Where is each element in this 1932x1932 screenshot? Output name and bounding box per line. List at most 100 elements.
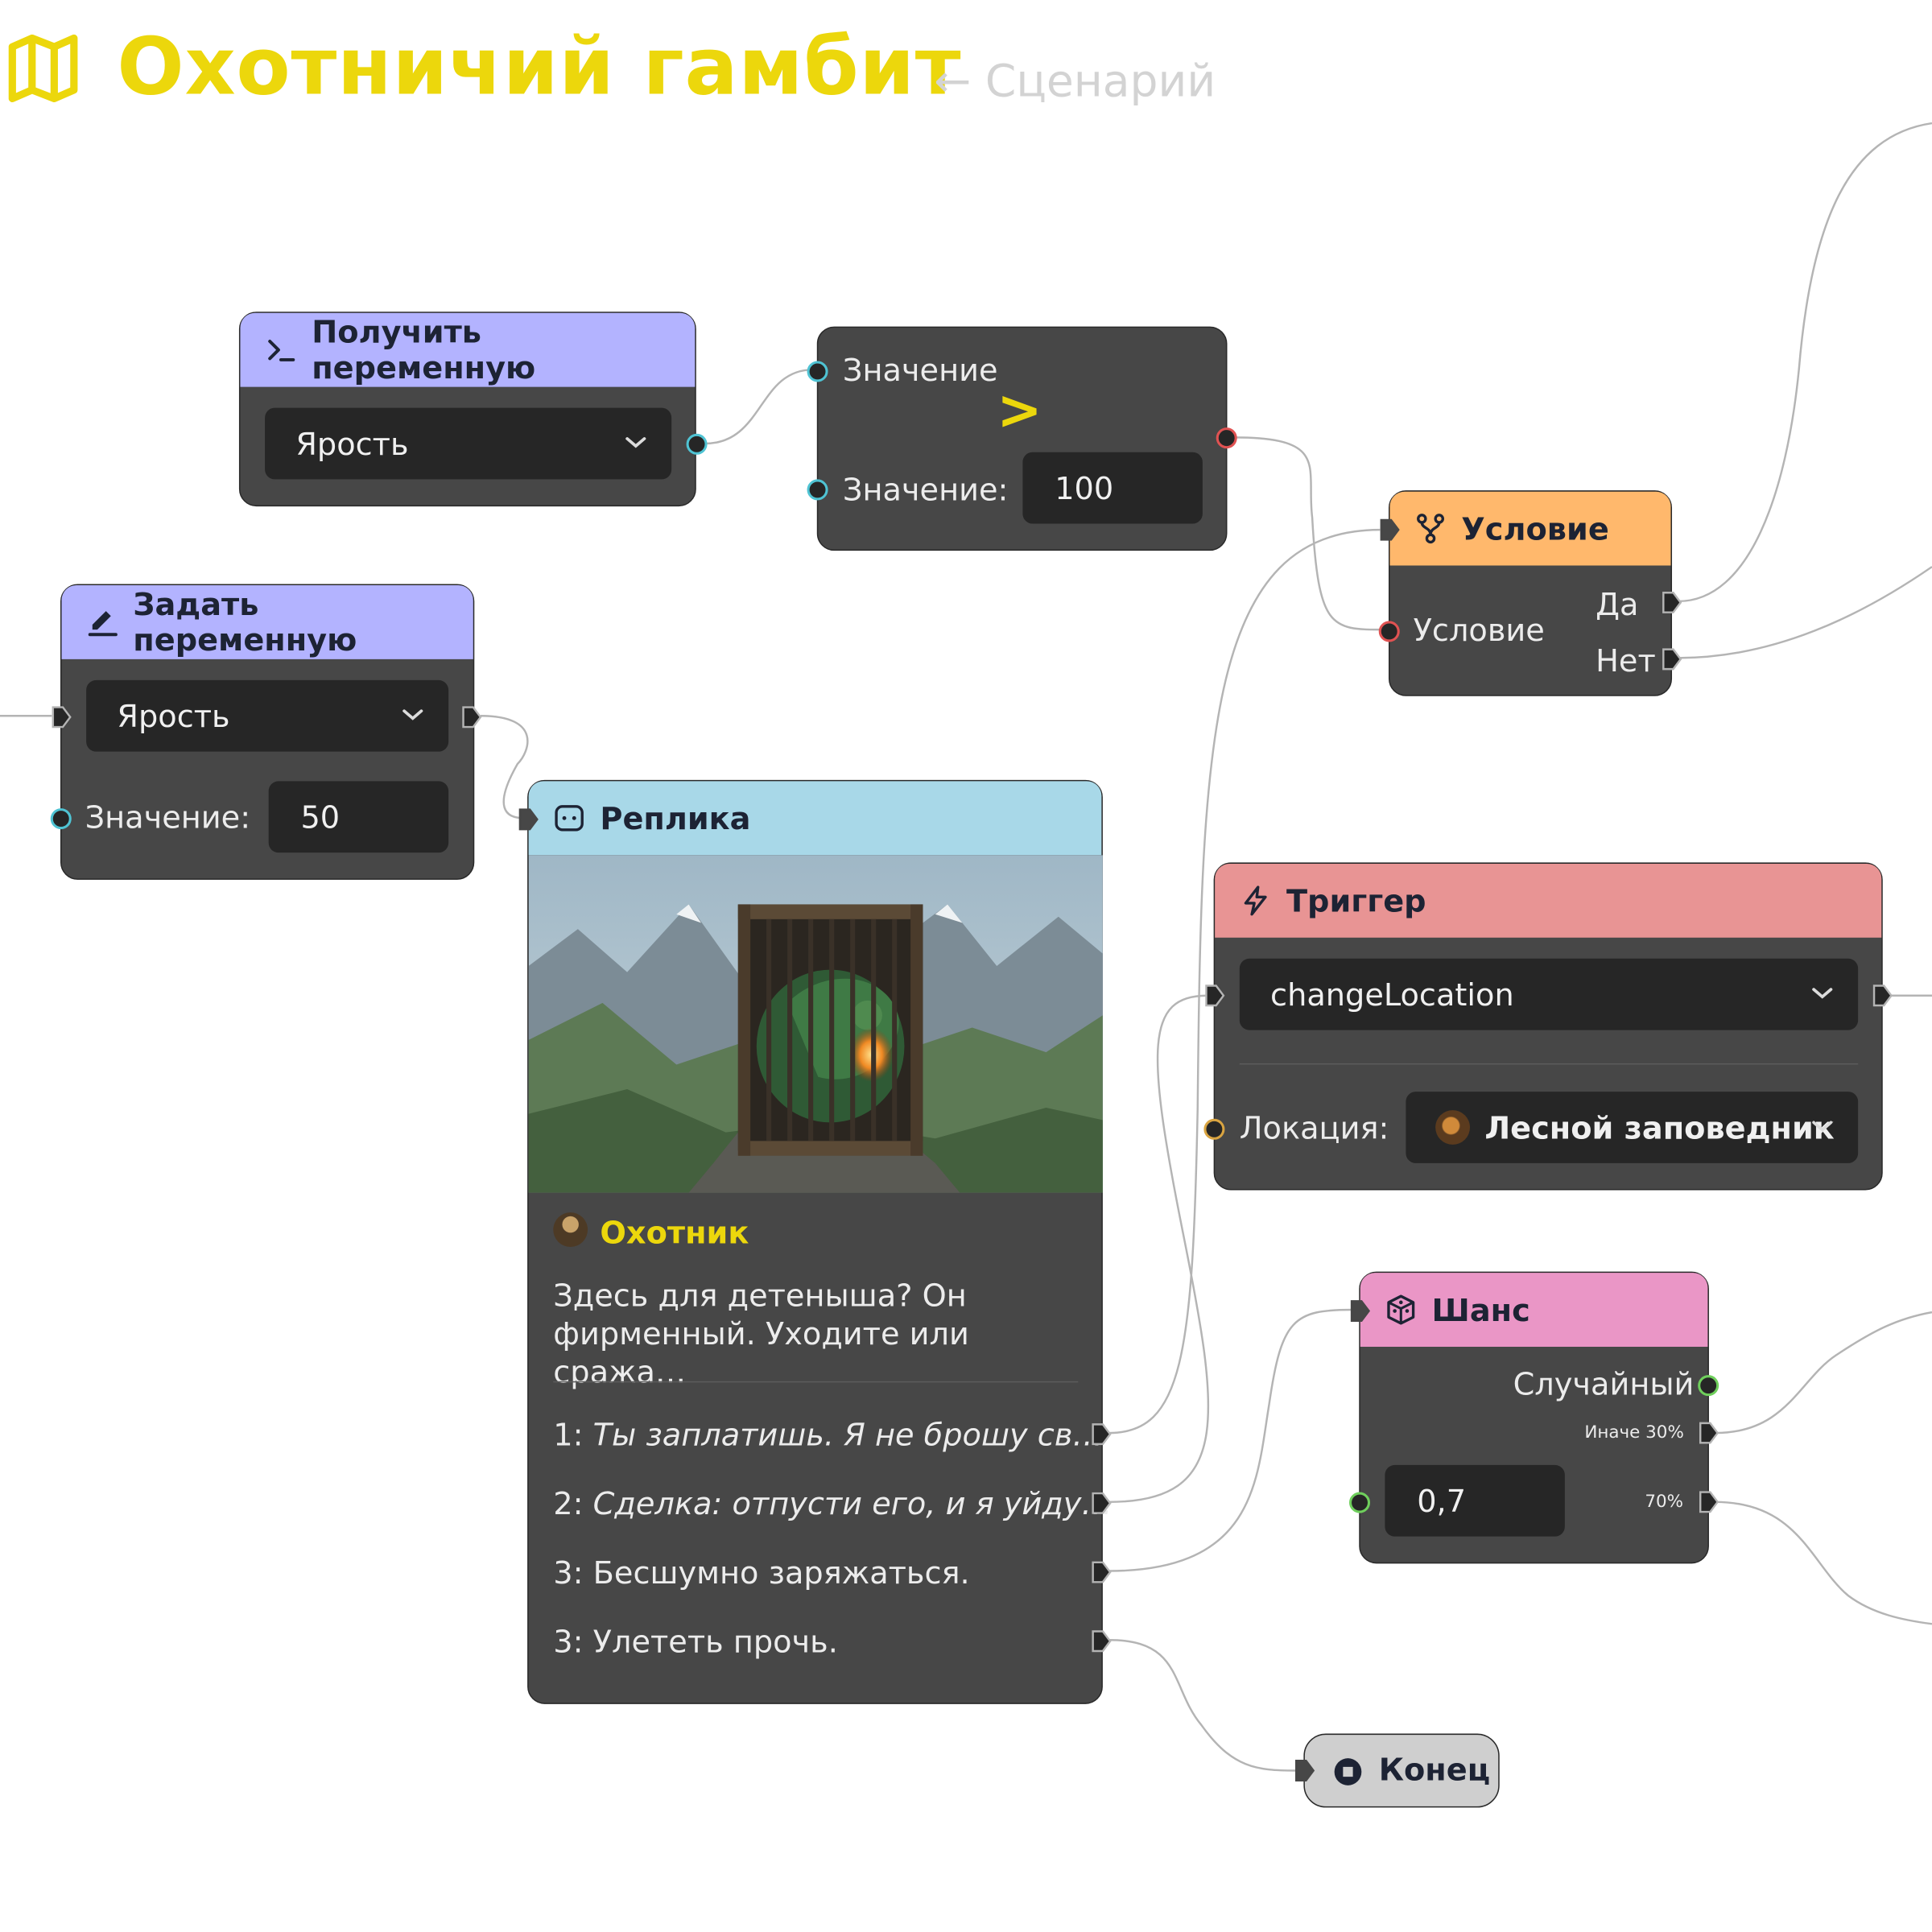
get-variable-value: Ярость [295,425,409,462]
condition-title: Условие [1461,510,1609,547]
set-variable-value-port[interactable] [50,808,72,830]
compare-label-a: Значение [842,352,998,389]
choice-text: Бесшумно заряжаться. [592,1554,970,1591]
lightning-icon [1244,886,1267,916]
end-node[interactable]: Конец [1294,1733,1500,1808]
wire-choice4-end [1108,1639,1297,1772]
trigger-title: Триггер [1286,882,1426,919]
trigger-header: Триггер [1215,863,1882,938]
dialog-exec-in-port[interactable] [518,808,539,831]
condition-no-port[interactable] [1662,648,1682,671]
chat-icon [555,805,584,832]
hunter-avatar [553,1212,588,1247]
trigger-location-select[interactable]: Лесной заповедник [1406,1092,1859,1163]
dialog-choice-1-port[interactable] [1092,1423,1112,1446]
trigger-exec-in-port[interactable] [1205,985,1225,1007]
condition-input-label: Условие [1413,612,1545,649]
wire-choice3-chance [1108,1308,1353,1572]
condition-header: Условие [1389,491,1671,566]
compare-value-input[interactable]: 100 [1022,452,1203,524]
choice-number: 3: [553,1624,584,1660]
compare-value: 100 [1055,469,1114,506]
chevron-down-icon [1812,988,1833,999]
wire-chance-70 [1715,1501,1932,1625]
choice-number: 3: [553,1554,584,1591]
dialog-choice-2[interactable]: 2: Сделка: отпусти его, и я уйду… [553,1486,1112,1521]
choice-text: Сделка: отпусти его, и я уйду… [592,1485,1113,1522]
chance-random-port[interactable] [1698,1375,1719,1397]
condition-node[interactable]: Условие Условие Да Нет [1378,490,1682,696]
wire-choice2-trigger [1108,994,1210,1504]
map-icon [8,34,78,103]
wire-getvar-compare [704,368,814,445]
chance-header: Шанс [1360,1273,1708,1347]
wire-condition-no [1678,566,1932,659]
chance-exec-in-port[interactable] [1350,1300,1371,1323]
terminal-icon [268,339,295,361]
trigger-divider [1239,1063,1859,1065]
chance-else-port[interactable] [1699,1422,1719,1444]
condition-yes-label: Да [1596,586,1639,622]
dialog-choice-2-port[interactable] [1092,1492,1112,1515]
chance-node[interactable]: Шанс Случайный Иначе 30% 0,7 70% [1349,1271,1719,1564]
compare-input-port-b[interactable] [807,479,828,501]
choice-text: Улететь прочь. [592,1624,838,1660]
choice-number: 2: [553,1485,584,1522]
chance-percent-port[interactable] [1699,1491,1719,1513]
dialog-text: Здесь для детеныша? Он фирменный. Уходит… [553,1278,969,1390]
trigger-location-label: Локация: [1239,1110,1389,1146]
back-to-scenario-link[interactable]: ← Сценарий [934,56,1216,108]
dialog-choice-4[interactable]: 3: Улететь прочь. [553,1624,838,1659]
choice-number: 1: [553,1417,584,1453]
chevron-down-icon [625,437,646,448]
set-variable-value-input[interactable]: 50 [268,781,449,853]
get-variable-output-port[interactable] [686,433,708,455]
chance-random-label: Случайный [1513,1366,1695,1402]
chance-else-label: Иначе 30% [1584,1422,1684,1443]
dialog-choice-3-port[interactable] [1092,1561,1112,1583]
trigger-location-port[interactable] [1203,1118,1225,1140]
chance-value-port[interactable] [1349,1492,1371,1513]
trigger-event-select[interactable]: changeLocation [1239,958,1859,1030]
dialog-header: Реплика [528,781,1102,856]
set-variable-header: Задать переменную [61,585,473,659]
trigger-event: changeLocation [1270,976,1514,1013]
get-variable-header: Получить переменную [240,312,696,387]
chance-value-input[interactable]: 0,7 [1385,1464,1565,1537]
wire-setvar-dialog [480,715,529,819]
condition-exec-in-port[interactable] [1380,518,1400,541]
trigger-exec-out-port[interactable] [1872,985,1893,1007]
dialog-title: Реплика [600,800,751,836]
wire-condition-yes [1678,122,1932,603]
set-variable-node[interactable]: Задать переменную Ярость Значение: 50 [50,584,482,880]
trigger-node[interactable]: Триггер changeLocation Локация: Лесной з… [1203,862,1893,1191]
stop-icon [1334,1758,1362,1785]
set-variable-exec-out-port[interactable] [462,706,482,729]
compare-label-b: Значение: [842,472,1009,508]
chevron-down-icon [402,709,423,720]
compare-output-port[interactable] [1216,427,1237,449]
wire-chance-random [1715,1311,1932,1435]
compare-node[interactable]: Значение > Значение: 100 [807,326,1237,551]
set-variable-name: Ярость [117,698,230,734]
compare-operator: > [997,379,1042,443]
condition-yes-port[interactable] [1662,591,1682,614]
dialog-node[interactable]: Реплика [518,779,1113,1704]
set-variable-value-label: Значение: [85,799,251,836]
dialog-choice-4-port[interactable] [1092,1630,1112,1653]
wire-compare-condition [1234,436,1383,631]
set-variable-exec-in-port[interactable] [52,706,72,729]
dialog-divider [553,1381,1079,1383]
dialog-choice-1[interactable]: 1: Ты заплатишь. Я не брошу св… [553,1417,1103,1452]
chevron-down-icon [1812,1121,1833,1132]
get-variable-node[interactable]: Получить переменную Ярость [238,312,708,507]
get-variable-select[interactable]: Ярость [265,407,672,480]
branch-icon [1417,514,1445,544]
condition-input-port[interactable] [1378,621,1400,642]
pencil-icon [88,611,118,637]
compare-input-port-a[interactable] [807,361,828,382]
dialog-choice-3[interactable]: 3: Бесшумно заряжаться. [553,1555,969,1591]
end-exec-in-port[interactable] [1294,1760,1315,1782]
set-variable-select[interactable]: Ярость [86,679,449,752]
end-label: Конец [1378,1752,1491,1788]
